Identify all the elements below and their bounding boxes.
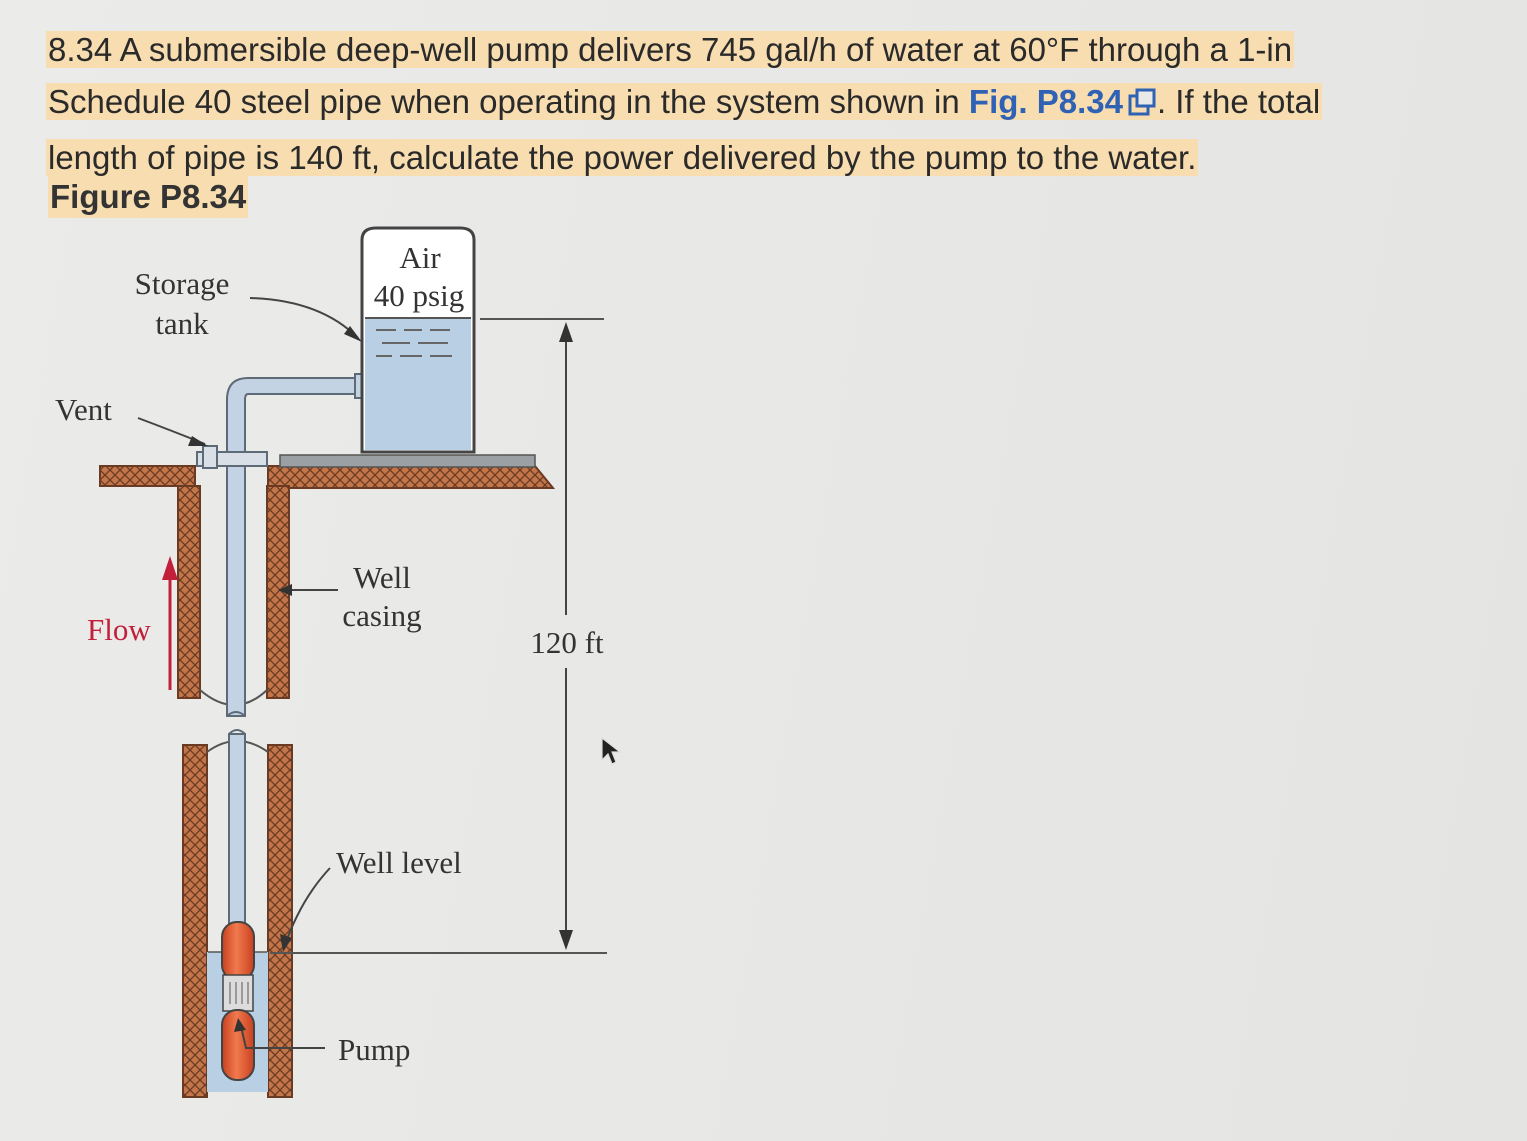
pressure-label: 40 psig	[374, 278, 464, 313]
problem-line-1: 8.34 A submersible deep-well pump delive…	[46, 24, 1406, 76]
problem-line-2: Schedule 40 steel pipe when operating in…	[46, 76, 1406, 132]
height-dimension	[270, 318, 607, 954]
submersible-pump	[221, 921, 255, 1081]
ground-surface	[99, 454, 556, 489]
pump-label: Pump	[338, 1032, 410, 1067]
well-level-arrowhead	[280, 934, 292, 952]
storage-arrowhead	[344, 326, 362, 342]
flow-label: Flow	[87, 612, 151, 647]
tank-label: tank	[155, 306, 209, 341]
mouse-cursor-icon	[600, 736, 624, 773]
vent-arrowhead	[188, 436, 208, 446]
problem-line-1-text: 8.34 A submersible deep-well pump delive…	[46, 31, 1295, 68]
vent-label: Vent	[55, 392, 112, 427]
well-level-label: Well level	[336, 845, 462, 880]
pump-arrowhead	[234, 1018, 246, 1032]
problem-line-3-text: length of pipe is 140 ft, calculate the …	[46, 139, 1199, 176]
problem-statement: 8.34 A submersible deep-well pump delive…	[46, 24, 1406, 184]
flow-arrow	[162, 556, 178, 690]
storage-label: Storage	[135, 266, 230, 301]
height-label: 120 ft	[530, 625, 604, 660]
riser-pipe	[196, 373, 364, 935]
external-link-icon[interactable]	[1127, 80, 1157, 132]
problem-line-2-end: . If the total	[1156, 83, 1321, 120]
storage-tank	[360, 226, 476, 454]
problem-line-2-text: Schedule 40 steel pipe when operating in…	[48, 83, 969, 120]
problem-line-3: length of pipe is 140 ft, calculate the …	[46, 132, 1406, 184]
casing-label: casing	[342, 598, 421, 633]
casing-arrowhead	[278, 584, 292, 596]
figure-link[interactable]: Fig. P8.34	[968, 83, 1123, 120]
air-label: Air	[399, 240, 441, 275]
well-casing-upper	[177, 485, 290, 706]
well-label: Well	[353, 560, 411, 595]
figure-title: Figure P8.34	[48, 176, 249, 218]
